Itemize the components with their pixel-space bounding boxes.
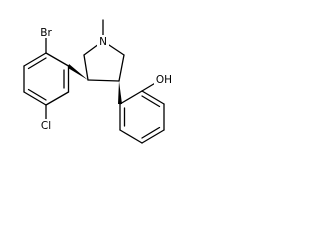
wedge-bond-c3-phenol — [118, 81, 122, 104]
aryl-bond-4 — [23, 91, 47, 106]
atom-label-nitrogen: N — [99, 36, 107, 48]
phenol-bond-4 — [141, 129, 165, 144]
aryl-double-bond-inner-2 — [27, 88, 47, 101]
atom-label-hydroxyl: OH — [156, 74, 172, 86]
aryl-bond-2 — [23, 52, 47, 67]
phenol-double-bond-inner-1 — [141, 95, 161, 108]
aryl-bond-5 — [45, 91, 70, 106]
atom-label-chlorine: Cl — [41, 120, 51, 132]
phenol-double-bond-inner-2 — [141, 126, 161, 139]
ring-bond-c4-c5 — [83, 54, 89, 81]
atom-label-bromine: Br — [40, 27, 52, 39]
ring-bond-c3-c4 — [87, 79, 120, 82]
aryl-double-bond-inner-1 — [27, 57, 47, 70]
ring-bond-c2-c3 — [118, 54, 125, 82]
phenol-bond-2 — [141, 90, 165, 105]
phenol-bond-1 — [119, 90, 143, 105]
phenol-bond-5 — [119, 129, 143, 144]
wedge-bond-c4-aryl — [68, 64, 88, 80]
aryl-bond-1 — [45, 52, 70, 67]
chemical-structure-diagram: N Br OH Cl — [23, 19, 174, 144]
